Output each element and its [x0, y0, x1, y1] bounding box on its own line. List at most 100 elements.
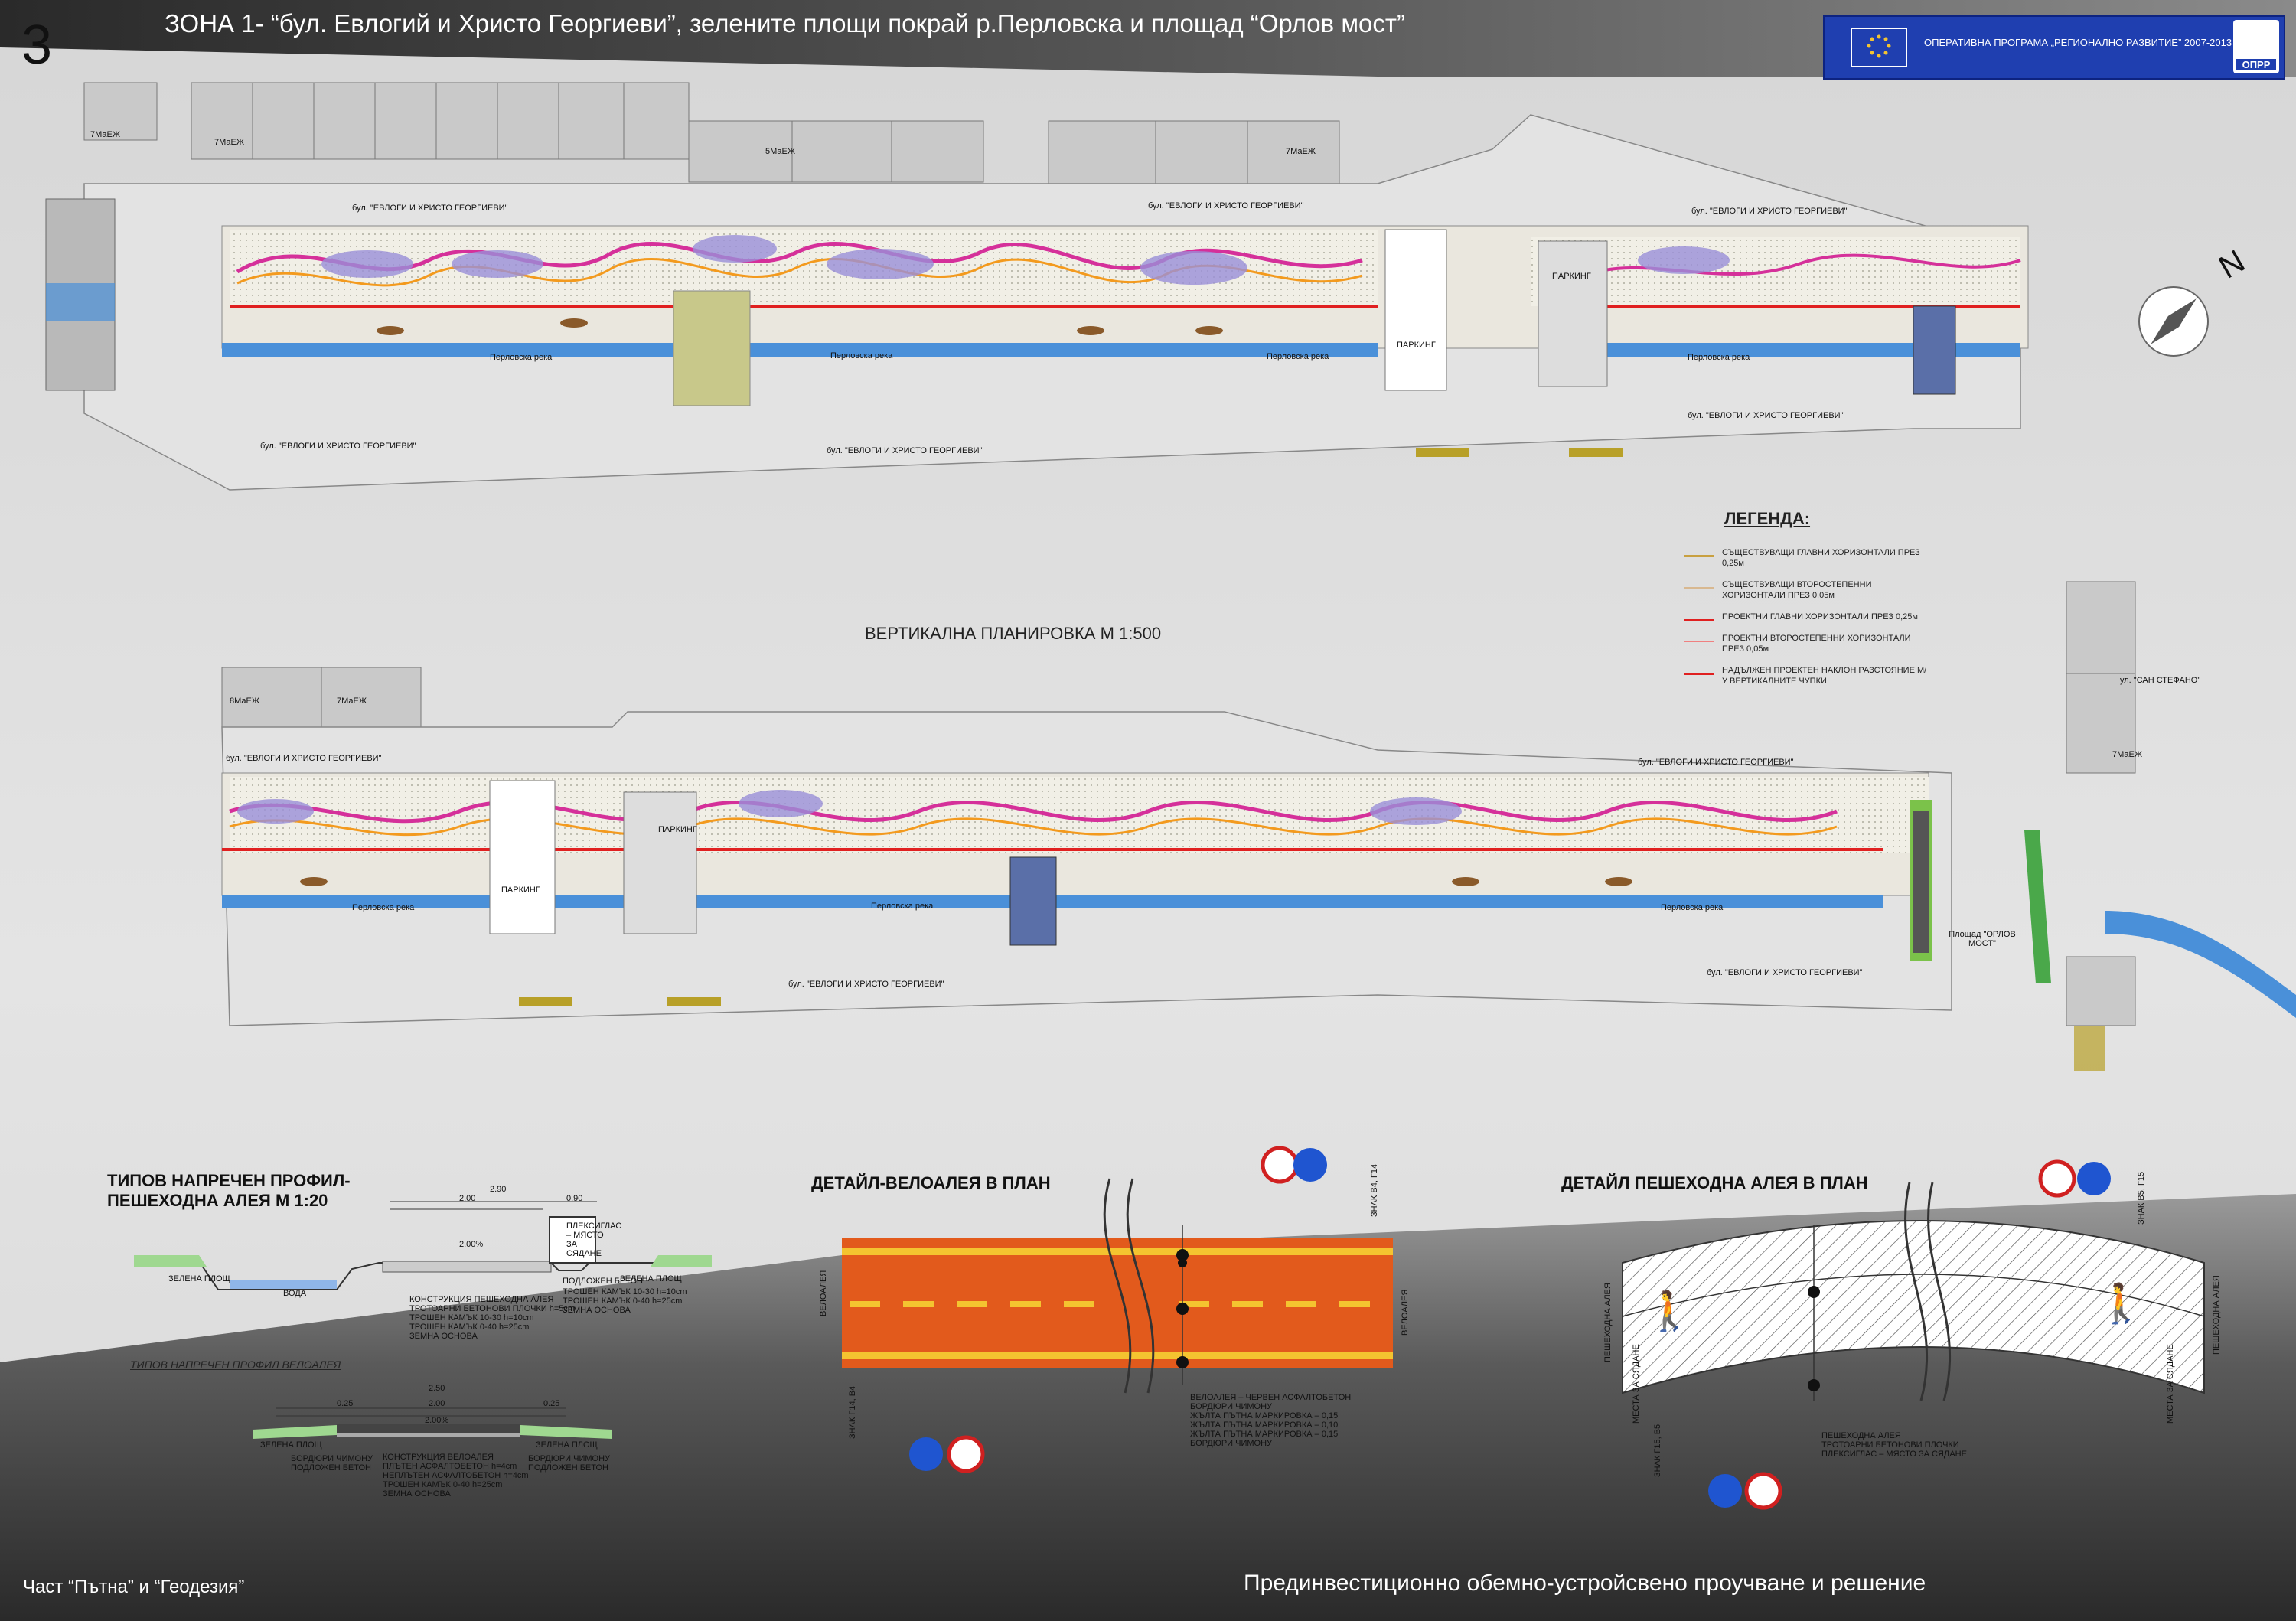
parking-label: ПАРКИНГ [501, 886, 540, 895]
ped-signs-top [2038, 1159, 2111, 1198]
dim-label: 2.90 [490, 1185, 507, 1194]
plan-title: ВЕРТИКАЛНА ПЛАНИРОВКА М 1:500 [865, 624, 1162, 643]
construction-line: КОНСТРУКЦИЯ ВЕЛОАЛЕЯ [383, 1453, 494, 1462]
sign-label: ЗНАК Г15, В5 [1653, 1424, 1662, 1477]
svg-text:🚶: 🚶 [1645, 1289, 1693, 1332]
bike-left-notes: БОРДЮРИ ЧИМОНУ ПОДЛОЖЕН БЕТОН [291, 1454, 373, 1473]
river-label: Перловска река [830, 351, 893, 360]
river-label: Перловска река [1661, 903, 1724, 912]
construction-line: ТРОШЕН КАМЪК 0-40 h=25cm [409, 1323, 530, 1332]
ped-label: ВОДА [283, 1289, 307, 1298]
ped-detail-note: ПЛЕКСИГЛАС – МЯСТО ЗА СЯДАНЕ [1821, 1450, 1967, 1459]
bike-detail-note: БОРДЮРИ ЧИМОНУ [1190, 1439, 1273, 1448]
legend-item: СЪЩЕСТВУВАЩИ ГЛАВНИ ХОРИЗОНТАЛИ ПРЕЗ 0,2… [1684, 547, 1929, 569]
ped-section-title: ТИПОВ НАПРЕЧЕН ПРОФИЛ- ПЕШЕХОДНА АЛЕЯ М … [107, 1171, 351, 1211]
floors-label: 8МаЕЖ [230, 696, 260, 706]
dim-label: 2.00 [429, 1399, 445, 1408]
top-band [0, 0, 2296, 77]
dim-label: 0.25 [337, 1399, 354, 1408]
construction-line: ТРОШЕН КАМЪК 10-30 h=10cm [409, 1313, 534, 1323]
boulevard-label: бул. "ЕВЛОГИ И ХРИСТО ГЕОРГИЕВИ" [1707, 968, 1863, 977]
svg-text:🚶: 🚶 [2097, 1281, 2144, 1325]
river-label: Перловска река [1267, 352, 1329, 361]
legend-text: СЪЩЕСТВУВАЩИ ГЛАВНИ ХОРИЗОНТАЛИ ПРЕЗ 0,2… [1722, 548, 1920, 568]
construction-line: ТРОТОАРНИ БЕТОНОВИ ПЛОЧКИ h=5cm [409, 1304, 576, 1313]
parking-label: ПАРКИНГ [1552, 272, 1591, 281]
bike-note: ПОДЛОЖЕН БЕТОН [291, 1463, 371, 1473]
sign-label: ЗНАК Г14, В4 [848, 1385, 857, 1439]
sign-label: ЗНАК В5, Г15 [2137, 1171, 2146, 1225]
boulevard-label: бул. "ЕВЛОГИ И ХРИСТО ГЕОРГИЕВИ" [226, 754, 382, 763]
bike-signs-top [1261, 1146, 1327, 1184]
bike-detail-note: ЖЪЛТА ПЪТНА МАРКИРОВКА – 0,15 [1190, 1411, 1339, 1420]
legend-swatch [1684, 673, 1714, 675]
parking-label: ПАРКИНГ [1397, 341, 1436, 350]
ped-label: ПОДЛОЖЕН БЕТОН [563, 1277, 643, 1286]
ped-detail-notes: ПЕШЕХОДНА АЛЕЯ ТРОТОАРНИ БЕТОНОВИ ПЛОЧКИ… [1821, 1431, 1967, 1459]
legend-swatch [1684, 619, 1714, 621]
ped-label: ПЛЕКСИГЛАС – МЯСТО ЗА СЯДАНЕ [566, 1221, 622, 1258]
floors-label: 5МаЕЖ [765, 147, 796, 156]
legend-text: ПРОЕКТНИ ВТОРОСТЕПЕННИ ХОРИЗОНТАЛИ ПРЕЗ … [1722, 634, 1911, 654]
ped-detail-drawing: 🚶 🚶 [1622, 1182, 2205, 1401]
boulevard-label: бул. "ЕВЛОГИ И ХРИСТО ГЕОРГИЕВИ" [788, 980, 944, 989]
bike-section-title: ТИПОВ НАПРЕЧЕН ПРОФИЛ ВЕЛОАЛЕЯ [130, 1358, 341, 1371]
floors-label: 7МаЕЖ [337, 696, 367, 706]
north-arrow: N [2138, 243, 2251, 357]
footer-part-label: Част “Пътна” и “Геодезия” [23, 1577, 245, 1597]
sheet-title: ЗОНА 1- “бул. Евлогий и Христо Георгиеви… [165, 9, 1405, 38]
ped-side-label: ПЕШЕХОДНА АЛЕЯ [1603, 1283, 1613, 1362]
legend-title: ЛЕГЕНДА: [1724, 509, 1811, 528]
dim-label: 2.50 [429, 1384, 445, 1393]
ped-detail-note: ТРОТОАРНИ БЕТОНОВИ ПЛОЧКИ [1821, 1440, 1959, 1450]
legend-text: ПРОЕКТНИ ГЛАВНИ ХОРИЗОНТАЛИ ПРЕЗ 0,25м [1722, 612, 1918, 621]
legend-swatch [1684, 587, 1714, 589]
eu-flag-icon [1851, 28, 1907, 67]
floors-label: 7МаЕЖ [1286, 147, 1316, 156]
ped-detail-note: ПЕШЕХОДНА АЛЕЯ [1821, 1431, 1901, 1440]
boulevard-label: бул. "ЕВЛОГИ И ХРИСТО ГЕОРГИЕВИ" [1688, 411, 1844, 420]
square-label: Площад "ОРЛОВ МОСТ" [1949, 930, 2016, 948]
bike-note: БОРДЮРИ ЧИМОНУ [528, 1454, 611, 1463]
sign-label: ЗНАК В4, Г14 [1370, 1163, 1379, 1217]
boulevard-label: бул. "ЕВЛОГИ И ХРИСТО ГЕОРГИЕВИ" [1638, 758, 1794, 767]
dim-label: 0.90 [566, 1194, 583, 1203]
construction-line: ПЛЪТЕН АСФАЛТОБЕТОН h=4cm [383, 1462, 517, 1471]
bike-detail-notes: ВЕЛОАЛЕЯ – ЧЕРВЕН АСФАЛТОБЕТОН БОРДЮРИ Ч… [1190, 1393, 1351, 1448]
construction-line: ТРОШЕН КАМЪК 0-40 h=25cm [383, 1480, 503, 1489]
parking-label: ПАРКИНГ [658, 825, 697, 834]
bike-side-label: ВЕЛОАЛЕЯ [1401, 1289, 1410, 1336]
legend-text: СЪЩЕСТВУВАЩИ ВТОРОСТЕПЕННИ ХОРИЗОНТАЛИ П… [1722, 580, 1872, 600]
plan-top [45, 82, 2029, 491]
ped-construction-right: ТРОШЕН КАМЪК 10-30 h=10cm ТРОШЕН КАМЪК 0… [563, 1287, 687, 1315]
bike-detail-note: БОРДЮРИ ЧИМОНУ [1190, 1402, 1273, 1411]
ped-side-label: ПЕШЕХОДНА АЛЕЯ [2212, 1275, 2221, 1355]
ped-section-title-line2: ПЕШЕХОДНА АЛЕЯ М 1:20 [107, 1191, 328, 1210]
legend: СЪЩЕСТВУВАЩИ ГЛАВНИ ХОРИЗОНТАЛИ ПРЕЗ 0,2… [1684, 547, 1929, 687]
dim-label: 0.25 [543, 1399, 560, 1408]
bike-detail-drawing [842, 1178, 1393, 1394]
boulevard-label: бул. "ЕВЛОГИ И ХРИСТО ГЕОРГИЕВИ" [1148, 201, 1304, 210]
river-label: Перловска река [871, 902, 934, 911]
bike-note: ПОДЛОЖЕН БЕТОН [528, 1463, 608, 1473]
bike-detail-note: ВЕЛОАЛЕЯ – ЧЕРВЕН АСФАЛТОБЕТОН [1190, 1393, 1352, 1402]
eu-program-text: ОПЕРАТИВНА ПРОГРАМА „РЕГИОНАЛНО РАЗВИТИЕ… [1924, 37, 2240, 48]
bike-label: ЗЕЛЕНА ПЛОЩ [536, 1440, 598, 1450]
boulevard-label: бул. "ЕВЛОГИ И ХРИСТО ГЕОРГИЕВИ" [827, 446, 983, 455]
construction-line: НЕПЛЪТЕН АСФАЛТОБЕТОН h=4cm [383, 1471, 529, 1480]
boulevard-label: бул. "ЕВЛОГИ И ХРИСТО ГЕОРГИЕВИ" [260, 442, 416, 451]
construction-line: ТРОШЕН КАМЪК 0-40 h=25cm [563, 1296, 683, 1306]
river-label: Перловска река [352, 903, 415, 912]
eu-banner: ОПЕРАТИВНА ПРОГРАМА „РЕГИОНАЛНО РАЗВИТИЕ… [1823, 15, 2285, 80]
ped-section-drawing [134, 1201, 712, 1290]
bike-detail-note: ЖЪЛТА ПЪТНА МАРКИРОВКА – 0,15 [1190, 1430, 1339, 1439]
bike-right-notes: БОРДЮРИ ЧИМОНУ ПОДЛОЖЕН БЕТОН [528, 1454, 610, 1473]
legend-item: ПРОЕКТНИ ВТОРОСТЕПЕННИ ХОРИЗОНТАЛИ ПРЕЗ … [1684, 633, 1929, 654]
construction-line: ЗЕМНА ОСНОВА [383, 1489, 451, 1499]
plan-bottom [221, 581, 2296, 1071]
oprr-logo: ОПРР [2233, 20, 2279, 73]
bike-detail-note: ЖЪЛТА ПЪТНА МАРКИРОВКА – 0,10 [1190, 1420, 1339, 1430]
floors-label: 7МаЕЖ [90, 130, 121, 139]
legend-swatch [1684, 555, 1714, 557]
